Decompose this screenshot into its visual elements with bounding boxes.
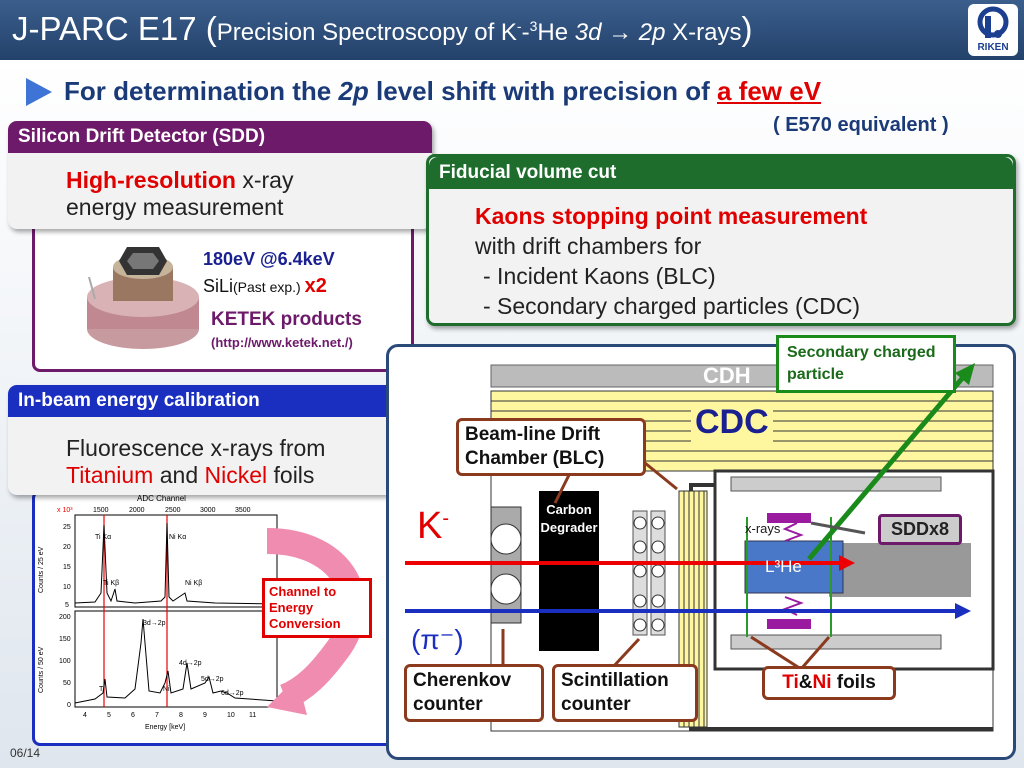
ketek-url[interactable]: (http://www.ketek.net./) [211, 335, 353, 350]
fiducial-box-header: Fiducial volume cut [429, 157, 1013, 189]
bottom-tick-0: 4 [83, 712, 87, 719]
top-ytick-0: 25 [63, 524, 71, 531]
slide-title: J-PARC E17 (Precision Spectroscopy of K-… [12, 10, 753, 47]
top-tick-0: 1500 [93, 507, 109, 514]
equivalent-note: ( E570 equivalent ) [773, 114, 949, 136]
top-ytick-2: 15 [63, 564, 71, 571]
peak-5d-2p: 5d→2p [201, 676, 224, 683]
top-tick-2: 2500 [165, 507, 181, 514]
carbon-degrader-label: Carbon Degrader [540, 502, 598, 535]
cherenkov-label: Cherenkov counter [404, 664, 544, 722]
bottom-ytick-2: 100 [59, 658, 71, 665]
peak-ti-kb: Ti Kβ [103, 580, 119, 587]
blc-label: Beam-line Drift Chamber (BLC) [456, 418, 646, 476]
cdh-label: CDH [703, 363, 751, 388]
top-ytick-3: 10 [63, 584, 71, 591]
conversion-label: Channel to Energy Conversion [262, 578, 372, 638]
fiducial-box-text: Kaons stopping point measurement with dr… [475, 203, 868, 319]
bottom-tick-4: 8 [179, 712, 183, 719]
bottom-tick-1: 5 [107, 712, 111, 719]
calibration-box: In-beam energy calibration Fluorescence … [8, 385, 432, 495]
peak-3d-2p: 3d→2p [143, 620, 166, 627]
bullet-arrow-icon [26, 78, 52, 106]
sdd-photo-panel: 180eV @6.4keV SiLi(Past exp.) x2 KETEK p… [32, 220, 414, 372]
peak-6d-2p: 6d→2p [221, 690, 244, 697]
cdc-label: CDC [691, 403, 773, 442]
k-minus-label: K- [417, 505, 450, 547]
bottom-tick-3: 7 [155, 712, 159, 719]
bottom-tick-7: 11 [249, 712, 256, 719]
sdd-x8-label: SDDx8 [878, 514, 963, 545]
target-label: L³He [765, 557, 802, 576]
top-tick-1: 2000 [129, 507, 145, 514]
peak-ni: Ni [163, 686, 170, 693]
peak-ti: Ti [99, 686, 105, 693]
calibration-box-header: In-beam energy calibration [8, 385, 432, 417]
sdd-box-header: Silicon Drift Detector (SDD) [8, 121, 432, 153]
peak-ni-ka: Ni Kα [169, 534, 186, 541]
sdd-box: Silicon Drift Detector (SDD) High-resolu… [8, 121, 432, 229]
secondary-particle-label: Secondary charged particle [776, 335, 956, 393]
bottom-ytick-1: 150 [59, 636, 71, 643]
logo-word: RIKEN [977, 42, 1009, 53]
spectrum-scale: x 10³ [57, 507, 73, 514]
main-heading: For determination the 2p level shift wit… [64, 76, 822, 106]
scintillation-label: Scintillation counter [552, 664, 698, 722]
peak-ti-ka: Ti Kα [95, 534, 111, 541]
top-tick-3: 3000 [200, 507, 216, 514]
fiducial-box: Fiducial volume cut Kaons stopping point… [426, 154, 1016, 326]
ketek-products: KETEK products [211, 309, 362, 330]
bottom-ytick-3: 50 [63, 680, 71, 687]
top-tick-4: 3500 [235, 507, 251, 514]
riken-logo: RIKEN [968, 4, 1018, 56]
sili-comparison: SiLi(Past exp.) x2 [203, 275, 327, 297]
peak-4d-2p: 4d→2p [179, 660, 202, 667]
ylabel-bottom: Counts / 50 eV [38, 646, 45, 693]
title-bar: J-PARC E17 (Precision Spectroscopy of K-… [0, 0, 1024, 60]
top-ytick-1: 20 [63, 544, 71, 551]
page-number: 06/14 [10, 746, 41, 760]
spectrum-title: ADC Channel [137, 494, 186, 503]
sdd-resolution: 180eV @6.4keV [203, 249, 335, 269]
pion-label: (π⁻) [411, 624, 464, 655]
riken-logo-icon [977, 6, 1009, 38]
sdd-detector-photo [87, 247, 199, 349]
peak-ni-kb: Ni Kβ [185, 580, 202, 587]
bottom-tick-6: 10 [227, 712, 235, 719]
spectrum-xlabel: Energy [keV] [145, 724, 185, 731]
bottom-tick-2: 6 [131, 712, 135, 719]
xrays-label: x-rays [745, 521, 781, 536]
ti-ni-foils-label: Ti&Ni foils [762, 666, 896, 700]
top-ytick-4: 5 [65, 602, 69, 609]
bottom-tick-5: 9 [203, 712, 207, 719]
bottom-ytick-4: 0 [67, 702, 71, 709]
bottom-ytick-0: 200 [59, 614, 71, 621]
ylabel-top: Counts / 25 eV [38, 546, 45, 593]
